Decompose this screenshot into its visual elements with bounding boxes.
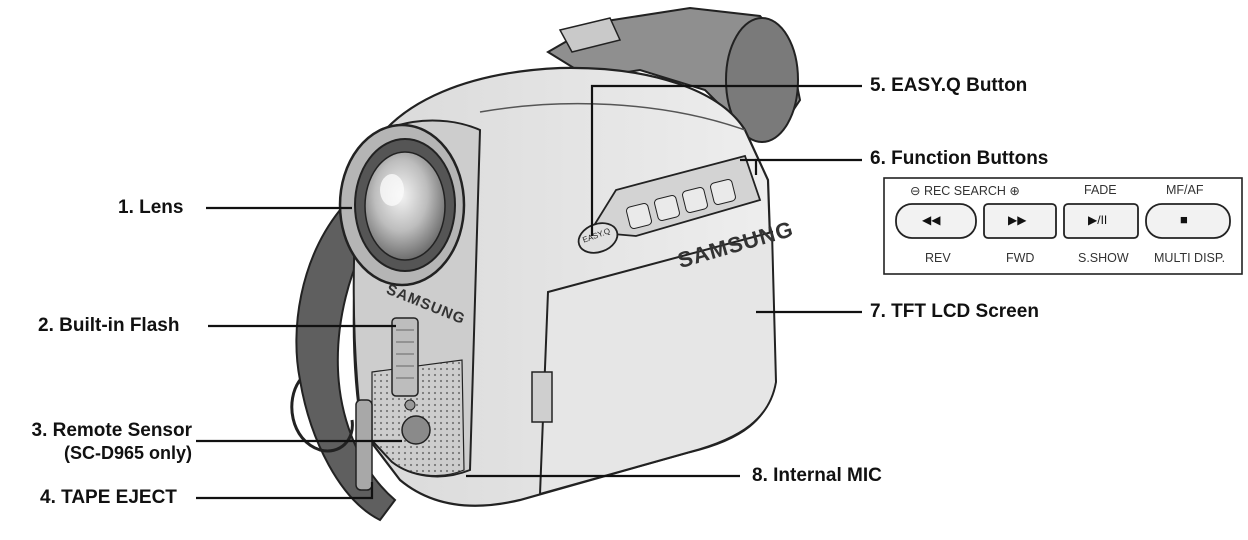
callout-lines [196, 84, 862, 500]
panel-bottom-fwd: FWD [1006, 251, 1035, 265]
panel-bottom-rev: REV [925, 251, 951, 265]
panel-bottom-multi-disp: MULTI DISP. [1154, 251, 1226, 265]
panel-top-fade: FADE [1084, 183, 1117, 197]
rev-button [895, 203, 977, 239]
remote-sensor-note: (SC-D965 only) [63, 443, 192, 463]
callout-remote-sensor: 3. Remote Sensor (SC-D965 only) [16, 420, 193, 464]
leader-function-buttons [754, 158, 862, 175]
callout-lens: 1. Lens [118, 197, 184, 218]
panel-top-mfaf: MF/AF [1166, 183, 1204, 197]
callout-lcd: 7. TFT LCD Screen [870, 301, 1039, 322]
fwd-button [983, 203, 1057, 239]
panel-top-rec-search: ⊖ REC SEARCH ⊕ [910, 184, 1020, 198]
remote-sensor-label: 3. Remote Sensor [31, 420, 193, 441]
panel-glyph-rev: ◀◀ [922, 213, 941, 227]
viewfinder [546, 6, 802, 143]
panel-glyph-fwd: ▶▶ [1008, 213, 1027, 227]
leader-easyq [590, 84, 862, 236]
lens [338, 123, 466, 287]
panel-glyph-stop: ■ [1180, 212, 1188, 227]
play-pause-button [1063, 203, 1139, 239]
panel-glyph-play-pause: ▶/II [1088, 213, 1108, 227]
function-panel [883, 177, 1243, 275]
callout-flash: 2. Built-in Flash [38, 315, 180, 336]
body-button-strip [577, 154, 762, 254]
callout-tape-eject: 4. TAPE EJECT [40, 487, 177, 508]
panel-bottom-sshow: S.SHOW [1078, 251, 1129, 265]
callout-mic: 8. Internal MIC [752, 465, 882, 486]
callout-easyq: 5. EASY.Q Button [870, 75, 1028, 96]
multi-disp-button [1145, 203, 1231, 239]
leader-tape-eject [196, 482, 374, 500]
callout-function-buttons: 6. Function Buttons [870, 148, 1049, 169]
